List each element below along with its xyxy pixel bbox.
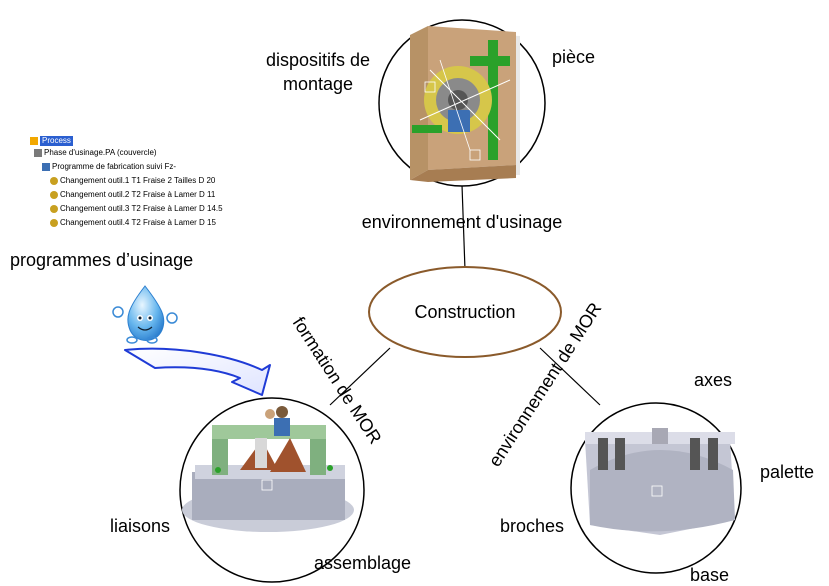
right-circle-left-label: broches xyxy=(500,516,564,536)
process-icon xyxy=(30,137,38,145)
tree-item[interactable]: Changement outil.3 T2 Fraise à Lamer D 1… xyxy=(50,204,223,214)
right-node-machine-env xyxy=(570,402,742,574)
tree-item[interactable]: Changement outil.4 T2 Fraise à Lamer D 1… xyxy=(50,218,216,228)
tree-program[interactable]: Programme de fabrication suivi Fz- xyxy=(42,162,176,172)
process-tree-view: Process Phase d'usinage.PA (couvercle) P… xyxy=(30,132,260,244)
tree-phase[interactable]: Phase d'usinage.PA (couvercle) xyxy=(34,148,157,158)
pallet-cad-image xyxy=(585,428,735,535)
tree-item-label: Changement outil.4 T2 Fraise à Lamer D 1… xyxy=(60,218,216,227)
program-icon xyxy=(42,163,50,171)
center-node xyxy=(368,266,562,358)
left-circle-left-label: liaisons xyxy=(110,516,170,536)
top-left-label-line2: montage xyxy=(283,74,353,94)
edge-label-top: environnement d'usinage xyxy=(362,212,563,232)
edge-line-right xyxy=(539,347,601,406)
tree-item-label: Changement outil.1 T1 Fraise 2 Tailles D… xyxy=(60,176,216,185)
curved-arrow-icon xyxy=(124,347,271,396)
center-label: Construction xyxy=(414,302,515,322)
tool-change-icon xyxy=(50,191,58,199)
right-circle-top-label: axes xyxy=(694,370,732,390)
tool-change-icon xyxy=(50,219,58,227)
tree-phase-label: Phase d'usinage.PA (couvercle) xyxy=(44,148,157,157)
tree-program-label: Programme de fabrication suivi Fz- xyxy=(52,162,177,171)
left-node-assembly xyxy=(179,397,365,583)
tree-item[interactable]: Changement outil.1 T1 Fraise 2 Tailles D… xyxy=(50,176,215,186)
tree-item-label: Changement outil.3 T2 Fraise à Lamer D 1… xyxy=(60,204,223,213)
tree-root[interactable]: Process xyxy=(30,136,73,146)
tool-change-icon xyxy=(50,205,58,213)
right-circle-bottom-label: base xyxy=(690,565,729,585)
tree-item-label: Changement outil.2 T2 Fraise à Lamer D 1… xyxy=(60,190,216,199)
right-circle-right-label: palette xyxy=(760,462,814,482)
top-node-machining-env xyxy=(378,19,546,187)
left-circle-bottom-label: assemblage xyxy=(314,553,411,573)
tree-item[interactable]: Changement outil.2 T2 Fraise à Lamer D 1… xyxy=(50,190,215,200)
edge-line-left xyxy=(329,347,391,406)
edge-line-top xyxy=(461,184,466,271)
top-right-label: pièce xyxy=(552,47,595,67)
water-drop-mascot-icon xyxy=(112,285,178,344)
part-cad-image xyxy=(410,26,520,182)
top-left-label-line1: dispositifs de xyxy=(266,50,370,70)
tree-root-label: Process xyxy=(40,136,73,146)
tool-change-icon xyxy=(50,177,58,185)
assembly-cad-image xyxy=(182,406,354,532)
phase-icon xyxy=(34,149,42,157)
programs-label: programmes d’usinage xyxy=(10,250,193,270)
